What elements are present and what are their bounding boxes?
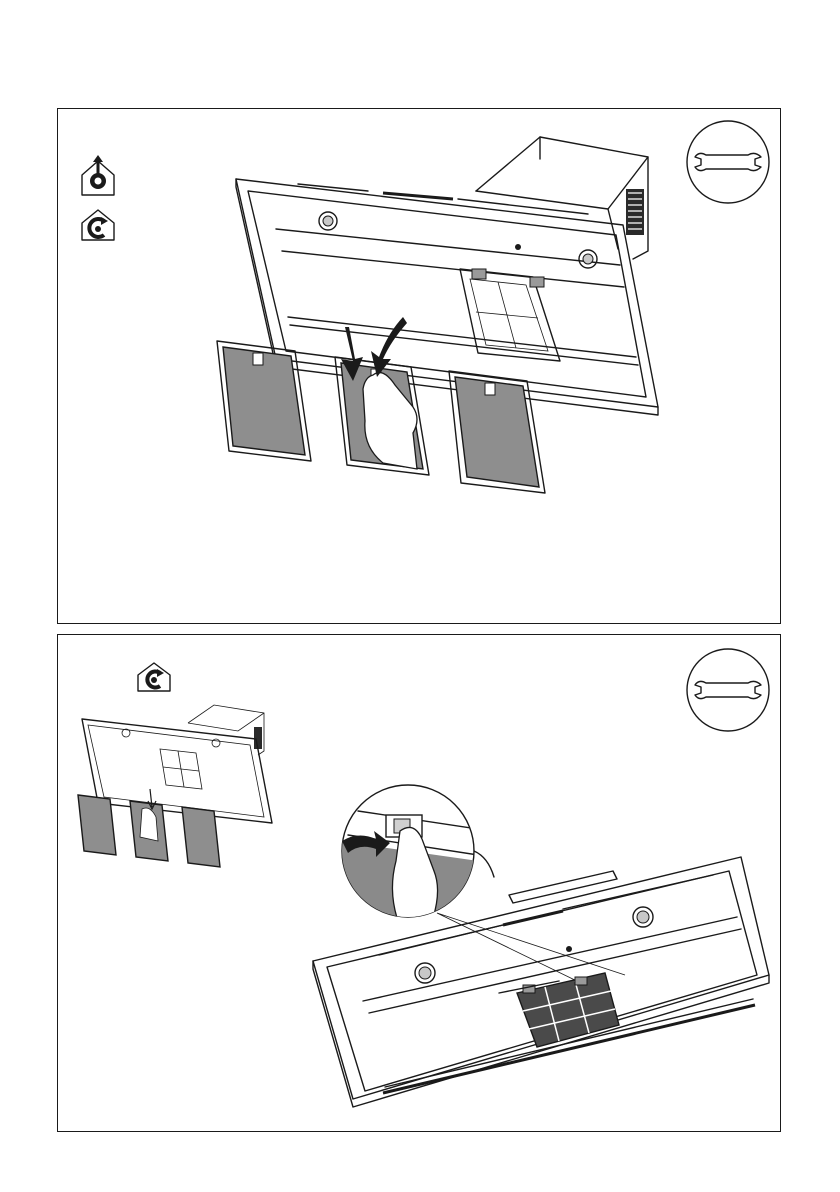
step-panel-1	[57, 108, 781, 624]
wrench-icon	[685, 119, 771, 205]
recirculation-mode-icon	[78, 207, 118, 243]
chimney-vent-icon	[626, 189, 644, 235]
grease-filter-right	[449, 371, 545, 493]
ducted-mode-icon	[78, 155, 118, 199]
overview-thumbnail	[78, 701, 278, 861]
grease-filters	[213, 337, 563, 497]
recirculation-mode-icon	[134, 661, 174, 693]
wrench-icon	[685, 647, 771, 733]
grease-filter-left	[217, 341, 311, 461]
hood-bottom-view	[313, 835, 783, 1135]
step-panel-2	[57, 634, 781, 1132]
